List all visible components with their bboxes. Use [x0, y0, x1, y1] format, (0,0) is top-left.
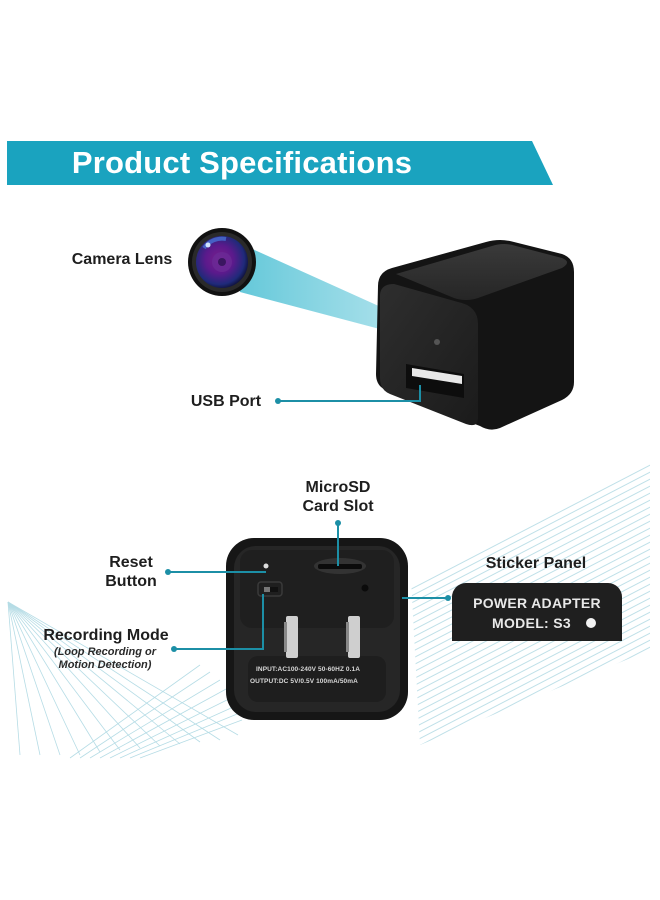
charger-back-image — [226, 538, 408, 720]
plug-prong-right — [346, 616, 360, 658]
page-title: Product Specifications — [71, 145, 413, 180]
reset-button-label: Reset Button — [105, 554, 157, 590]
sticker-panel-label: Sticker Panel — [485, 555, 587, 572]
usb-port-leader-line — [275, 385, 421, 404]
banner-shape — [7, 141, 553, 185]
camera-lens-icon — [188, 228, 256, 296]
recording-mode-description: (Loop Recording or Motion Detection) — [53, 646, 157, 671]
sticker-model: MODEL: S3 — [492, 615, 571, 631]
plug-prong-left — [284, 616, 298, 658]
camera-lens-label: Camera Lens — [71, 251, 173, 268]
sticker-panel: POWER ADAPTER MODEL: S3 — [452, 583, 622, 641]
microsd-slot-label: MicroSD Card Slot — [302, 479, 374, 515]
sticker-dot-icon — [586, 618, 596, 628]
output-spec-text: OUTPUT:DC 5V/0.5V 100mA/50mA — [250, 678, 358, 685]
usb-port-label: USB Port — [190, 393, 262, 410]
sticker-title: POWER ADAPTER — [473, 595, 601, 611]
input-spec-text: INPUT:AC100-240V 50-60HZ 0.1A — [256, 666, 361, 673]
recording-mode-label: Recording Mode — [43, 627, 169, 644]
